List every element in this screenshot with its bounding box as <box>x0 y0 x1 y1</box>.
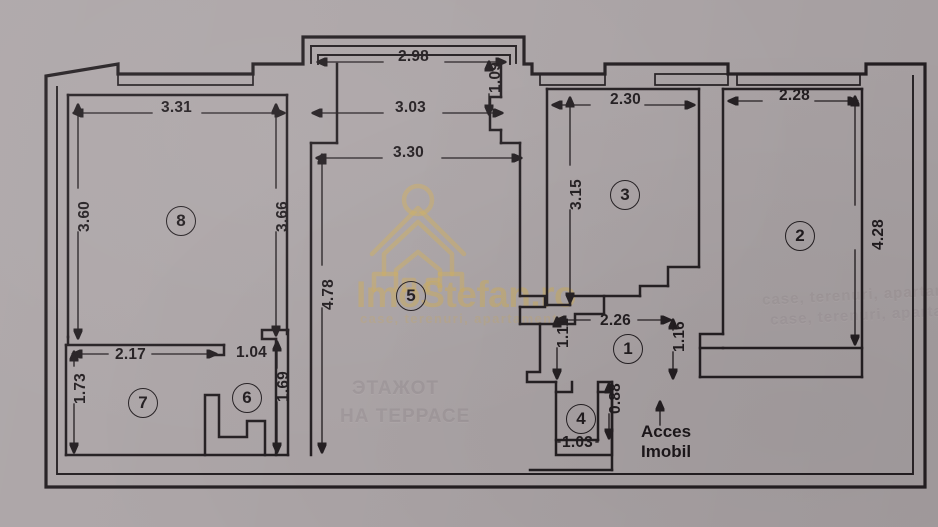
ghost-text-line-1: ЭТАЖОТ <box>352 378 439 399</box>
room-4-walls <box>528 380 614 472</box>
building-outline <box>44 35 927 489</box>
room-7-walls <box>64 343 226 457</box>
window-openings <box>117 73 861 86</box>
ghost-text-line-2: НА ТЕРРАСЕ <box>340 406 471 427</box>
outer-wall-band <box>56 45 914 475</box>
dimension-lines <box>73 62 857 452</box>
room-5-walls <box>309 62 558 457</box>
room-2-walls <box>698 87 864 379</box>
room-8-walls <box>66 93 289 346</box>
room-6-walls <box>203 328 290 457</box>
